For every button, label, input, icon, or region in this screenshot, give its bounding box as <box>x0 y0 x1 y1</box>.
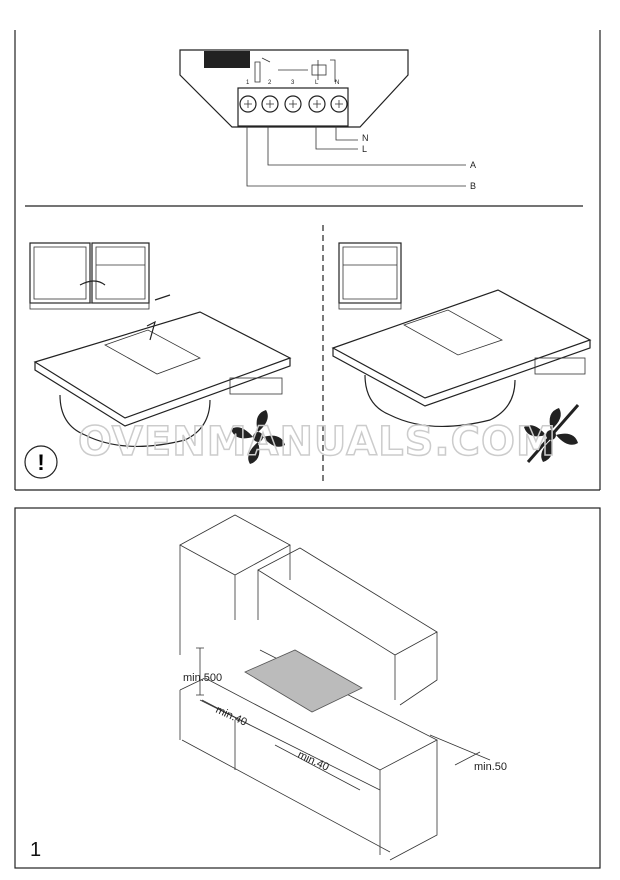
dimension-height: min.500 <box>183 672 222 684</box>
hob-cutout <box>244 649 363 713</box>
warning-icon: ! <box>24 445 58 479</box>
terminal-block <box>237 87 349 127</box>
fan-off-icon <box>524 404 580 463</box>
terminal-label: N <box>335 80 339 86</box>
cabinet-open-illustration <box>29 242 150 310</box>
terminal-screws <box>239 95 348 113</box>
airflow-arrow-icon <box>146 294 171 341</box>
dimension-left: min.40 <box>214 704 249 729</box>
wire-label-a: A <box>470 160 476 170</box>
bottom-panel-frame <box>14 507 601 869</box>
wire-label-n: N <box>362 133 369 143</box>
installation-diagram: min.500 min.40 min.40 min.50 <box>179 514 507 861</box>
control-module <box>204 51 250 68</box>
cabinet-closed-illustration <box>338 242 402 310</box>
fan-running-icon <box>231 410 285 464</box>
terminal-label: L <box>315 80 319 86</box>
wire-label-b: B <box>470 181 476 191</box>
hob-with-downdraft-right <box>331 289 592 428</box>
hob-with-downdraft-left <box>33 294 292 448</box>
top-panel-frame <box>14 30 601 491</box>
terminal-label: 2 <box>268 80 272 86</box>
svg-text:!: ! <box>37 450 44 475</box>
dimension-rear: min.50 <box>474 761 507 773</box>
door-arrow-icon <box>79 280 106 286</box>
figure-number: 1 <box>30 839 41 861</box>
dimension-front: min.40 <box>296 749 331 774</box>
wiring-diagram: 1 2 3 L N N L A B <box>179 49 476 191</box>
watermark: OVENMANUALS.COM <box>78 419 557 465</box>
terminal-label: 1 <box>246 80 250 86</box>
wire-label-l: L <box>362 144 367 154</box>
terminal-label: 3 <box>291 80 295 86</box>
